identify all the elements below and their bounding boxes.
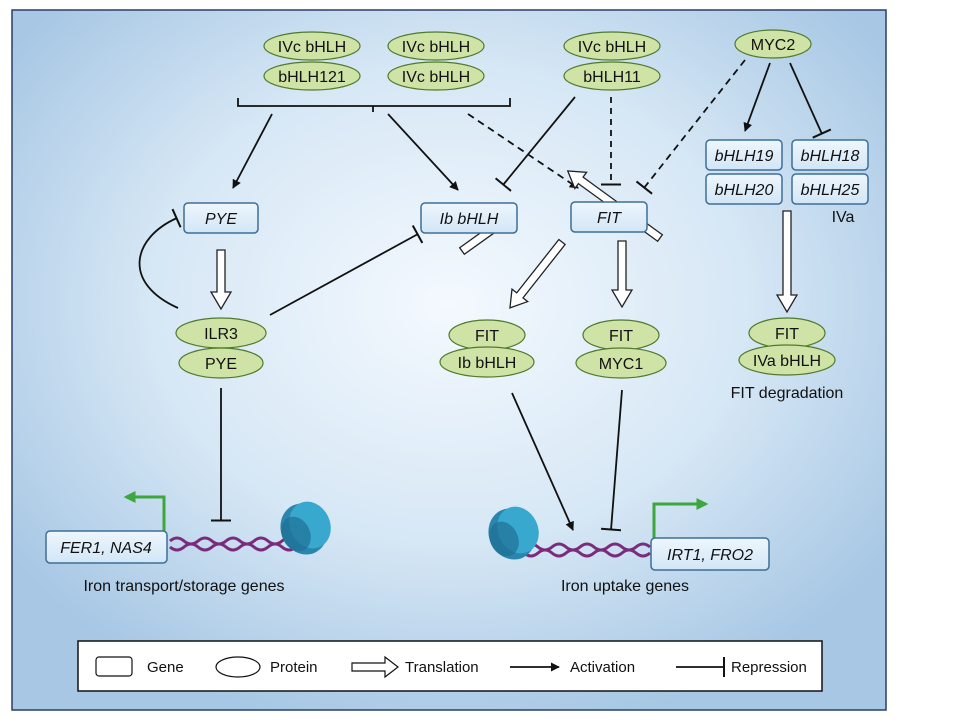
promoter-arrow-icon [123, 491, 166, 532]
arrow-bracket-to-ib-bhlh [387, 113, 459, 191]
legend: Gene Protein Translation Activation Repr… [77, 640, 823, 692]
gene-ib-bhlh: Ib bHLH [420, 202, 518, 234]
protein-ivc-bhlh-1: IVc bHLH [263, 31, 361, 61]
svg-text:Protein: Protein [270, 659, 318, 676]
gene-fer1-nas4: FER1, NAS4 [45, 530, 168, 564]
svg-text:IRT1, FRO2: IRT1, FRO2 [667, 547, 753, 564]
repress-myc2-to-bhlh18 [789, 62, 832, 139]
protein-myc1: MYC1 [575, 347, 667, 379]
svg-text:PYE: PYE [205, 211, 237, 228]
protein-ilr3: ILR3 [175, 317, 267, 349]
repress-bhlh11-to-ib-bhlh [494, 96, 576, 192]
svg-text:FIT: FIT [775, 326, 799, 343]
svg-text:Ib bHLH: Ib bHLH [440, 211, 499, 228]
arrow-bracket-to-pye [232, 113, 273, 189]
top-bracket [237, 98, 511, 112]
translation-iva-to-fit [775, 210, 799, 314]
translation-fit-to-fit-ib [509, 238, 567, 309]
arrow-fit-ib-to-irt1 [511, 392, 574, 531]
svg-text:bHLH25: bHLH25 [801, 182, 860, 199]
svg-text:MYC2: MYC2 [751, 37, 796, 54]
translation-pye [209, 249, 233, 311]
svg-text:bHLH18: bHLH18 [801, 148, 860, 165]
gene-pye: PYE [183, 202, 259, 234]
arrow-myc2-to-bhlh19 [743, 62, 771, 132]
gene-fit: FIT [570, 201, 648, 233]
genes: PYE Ib bHLH FIT bHLH19 bHLH20 bHLH18 bHL… [183, 139, 869, 234]
svg-text:PYE: PYE [205, 356, 237, 373]
svg-text:Activation: Activation [570, 659, 635, 676]
protein-myc2: MYC2 [734, 29, 812, 59]
legend-gene: Gene [95, 656, 184, 677]
dashed-repress-myc2-to-fit [635, 59, 746, 195]
protein-iva-bhlh: IVa bHLH [738, 344, 836, 376]
svg-text:Gene: Gene [147, 659, 184, 676]
svg-text:MYC1: MYC1 [599, 356, 644, 373]
dashed-arrow-bracket-to-fit [467, 113, 579, 189]
repress-ilr3-to-pye-curve [138, 208, 182, 309]
nucleosome-icon-2 [488, 506, 539, 560]
legend-protein: Protein [215, 656, 318, 678]
protein-ib-bhlh: Ib bHLH [439, 346, 535, 378]
dna-transport-storage: FER1, NAS4 Iron transport/storage genes [45, 491, 331, 595]
legend-translation: Translation [351, 655, 479, 679]
protein-fit-a: FIT [448, 319, 526, 351]
uptake-label: Iron uptake genes [561, 578, 689, 595]
svg-text:FIT: FIT [475, 328, 499, 345]
protein-ivc-bhlh-3: IVc bHLH [387, 61, 485, 91]
fit-degradation-label: FIT degradation [731, 385, 844, 402]
promoter-arrow-icon-2 [652, 498, 709, 539]
gene-irt1-fro2: IRT1, FRO2 [650, 537, 770, 571]
svg-text:Translation: Translation [405, 659, 479, 676]
protein-fit-c: FIT [748, 317, 826, 349]
legend-translation-swatch [351, 655, 399, 679]
protein-ivc-bhlh-2: IVc bHLH [387, 31, 485, 61]
svg-text:bHLH121: bHLH121 [278, 69, 346, 86]
protein-ivc-bhlh-4: IVc bHLH [563, 31, 661, 61]
svg-text:IVc bHLH: IVc bHLH [402, 69, 470, 86]
svg-text:IVc bHLH: IVc bHLH [402, 39, 470, 56]
protein-bhlh121: bHLH121 [263, 61, 361, 91]
gene-bhlh25: bHLH25 [791, 173, 869, 205]
dna-strand-b [169, 542, 297, 552]
legend-activation: Activation [510, 659, 635, 676]
dna-strand-d [523, 548, 651, 558]
svg-text:FIT: FIT [609, 328, 633, 345]
translation-fit-to-myc1 [610, 240, 634, 309]
protein-pye: PYE [178, 347, 264, 379]
svg-text:Ib bHLH: Ib bHLH [458, 355, 517, 372]
legend-gene-swatch [95, 656, 133, 677]
svg-text:IVa bHLH: IVa bHLH [753, 353, 821, 370]
legend-repression: Repression [676, 657, 807, 677]
proteins: IVc bHLH bHLH121 IVc bHLH IVc bHLH IVc b… [175, 29, 836, 379]
dna-uptake: IRT1, FRO2 Iron uptake genes [488, 498, 770, 595]
protein-bhlh11: bHLH11 [563, 61, 661, 91]
gene-bhlh18: bHLH18 [791, 139, 869, 171]
connectors [138, 59, 832, 532]
legend-protein-swatch [215, 656, 261, 678]
protein-fit-b: FIT [582, 319, 660, 351]
gene-bhlh19: bHLH19 [705, 139, 783, 171]
svg-text:bHLH11: bHLH11 [583, 69, 641, 86]
gene-bhlh20: bHLH20 [705, 173, 783, 205]
svg-text:ILR3: ILR3 [204, 326, 238, 343]
svg-text:IVc bHLH: IVc bHLH [578, 39, 646, 56]
nucleosome-icon [280, 501, 331, 555]
svg-text:Repression: Repression [731, 659, 807, 676]
svg-text:FIT: FIT [597, 210, 622, 227]
transport-storage-label: Iron transport/storage genes [83, 578, 284, 595]
repress-fit-myc1-to-irt1 [600, 389, 623, 532]
svg-text:bHLH20: bHLH20 [715, 182, 774, 199]
svg-text:bHLH19: bHLH19 [715, 148, 774, 165]
svg-text:IVc bHLH: IVc bHLH [278, 39, 346, 56]
svg-text:FER1, NAS4: FER1, NAS4 [60, 540, 152, 557]
repress-ilr3-to-ib-bhlh [269, 224, 424, 316]
iva-group-label: IVa [832, 209, 855, 226]
